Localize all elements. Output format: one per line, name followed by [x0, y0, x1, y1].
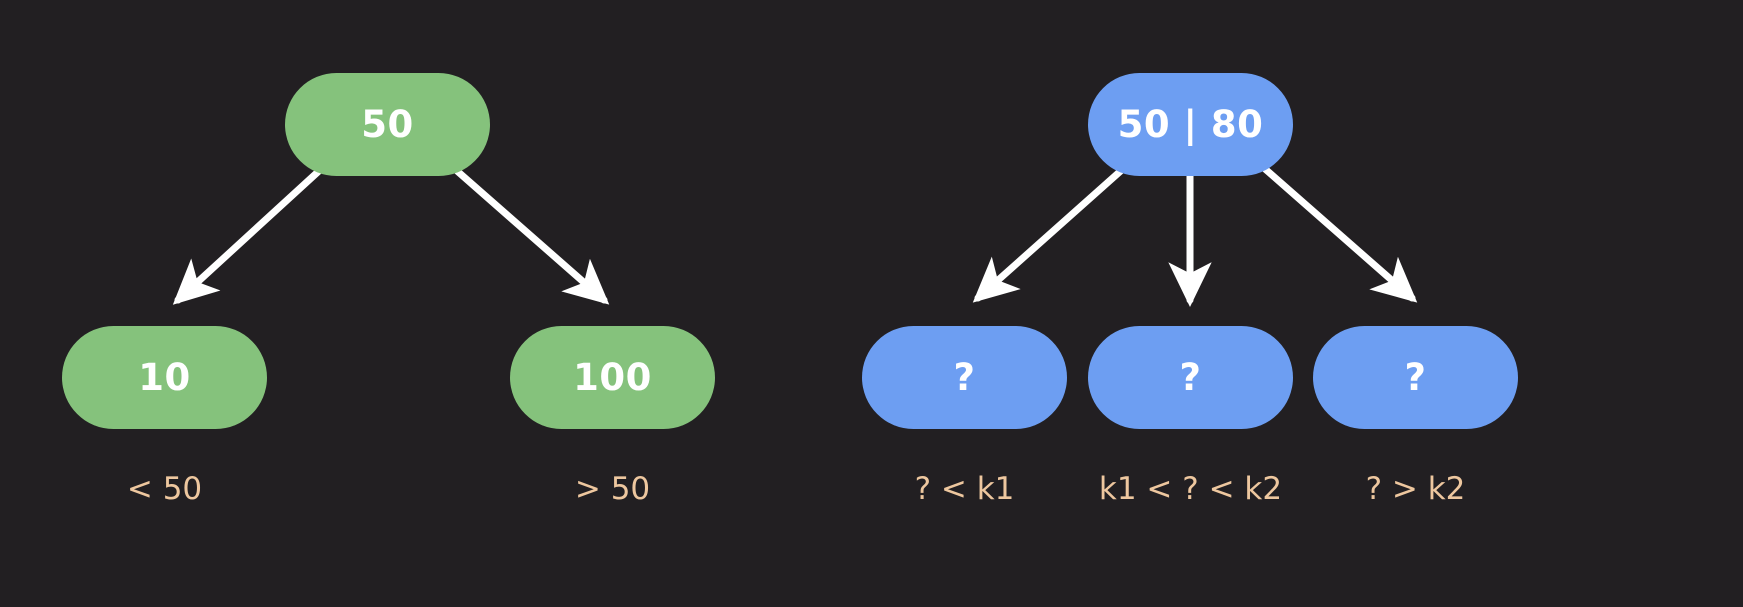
node-right-child-1[interactable]: ?	[862, 326, 1067, 429]
node-left-root[interactable]: 50	[285, 73, 490, 176]
node-left-child-2[interactable]: 100	[510, 326, 715, 429]
caption-right-child-3: ? > k2	[1365, 471, 1466, 507]
caption-right-child-1: ? < k1	[914, 471, 1015, 507]
node-left-child-2-label: 100	[573, 356, 652, 399]
edge-root-to-left-child	[172, 166, 324, 305]
edge-root-to-right-child	[452, 166, 610, 305]
caption-right-child-2: k1 < ? < k2	[1098, 471, 1283, 507]
node-right-root[interactable]: 50 | 80	[1088, 73, 1293, 176]
node-right-child-3-label: ?	[1404, 356, 1427, 399]
edge-root-to-child-1	[972, 164, 1128, 303]
edge-root-to-child-3	[1260, 164, 1418, 303]
node-right-root-label: 50 | 80	[1117, 103, 1264, 146]
caption-left-child-2: > 50	[574, 471, 651, 507]
node-right-child-1-label: ?	[953, 356, 976, 399]
caption-left-child-1: < 50	[126, 471, 203, 507]
node-left-child-1-label: 10	[138, 356, 191, 399]
node-right-child-2[interactable]: ?	[1088, 326, 1293, 429]
node-left-child-1[interactable]: 10	[62, 326, 267, 429]
node-right-child-2-label: ?	[1179, 356, 1202, 399]
node-left-root-label: 50	[361, 103, 414, 146]
node-right-child-3[interactable]: ?	[1313, 326, 1518, 429]
